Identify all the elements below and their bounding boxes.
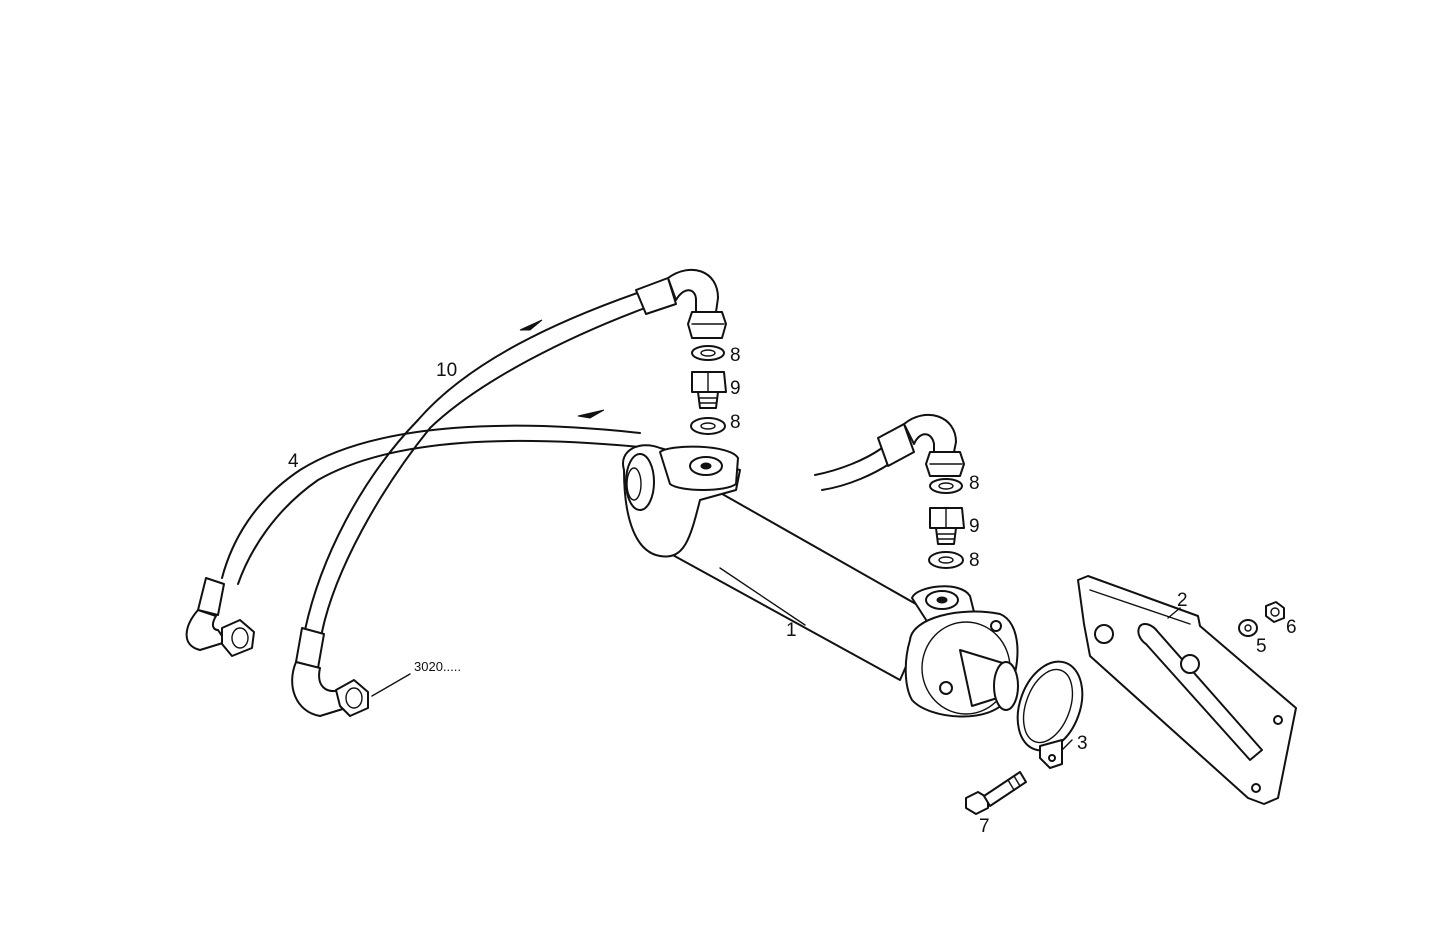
banjo-bolt-9-upper — [691, 371, 727, 409]
hose-right-end — [814, 414, 965, 491]
hose-10 — [291, 268, 727, 717]
reference-3020: 3020..... — [414, 659, 461, 674]
washer-8-upper-top — [691, 345, 725, 361]
callout-8-right-bottom: 8 — [969, 550, 980, 571]
callout-8-right-top: 8 — [969, 473, 980, 494]
callout-9-right: 9 — [969, 516, 980, 537]
flow-arrow-upper — [519, 319, 543, 331]
washer-8-upper-bottom — [690, 417, 726, 435]
nut-6 — [1265, 601, 1285, 623]
washer-8-right-top — [929, 478, 963, 494]
washer-5 — [1238, 619, 1258, 637]
callout-5: 5 — [1256, 636, 1267, 657]
bracket-2 — [1077, 575, 1297, 805]
callout-3: 3 — [1077, 733, 1088, 754]
leader-1 — [719, 567, 806, 626]
flow-arrow-lower — [577, 409, 605, 419]
cylinder-1 — [622, 444, 1019, 718]
callout-7: 7 — [979, 816, 990, 837]
callout-1: 1 — [786, 620, 797, 641]
callout-4: 4 — [288, 451, 299, 472]
callout-8-upper-bottom: 8 — [730, 412, 741, 433]
callout-2: 2 — [1177, 590, 1188, 611]
callout-9-upper: 9 — [730, 378, 741, 399]
hose-4 — [185, 424, 641, 657]
callout-6: 6 — [1286, 617, 1297, 638]
callout-8-upper-top: 8 — [730, 345, 741, 366]
washer-8-right-bottom — [928, 551, 964, 569]
bolt-7 — [965, 771, 1027, 815]
leader-2 — [1167, 607, 1181, 619]
leader-3020 — [371, 673, 411, 697]
banjo-bolt-9-right — [929, 507, 965, 545]
clamp-3 — [1016, 660, 1084, 769]
callout-10: 10 — [436, 360, 457, 381]
leader-3 — [1061, 739, 1073, 751]
